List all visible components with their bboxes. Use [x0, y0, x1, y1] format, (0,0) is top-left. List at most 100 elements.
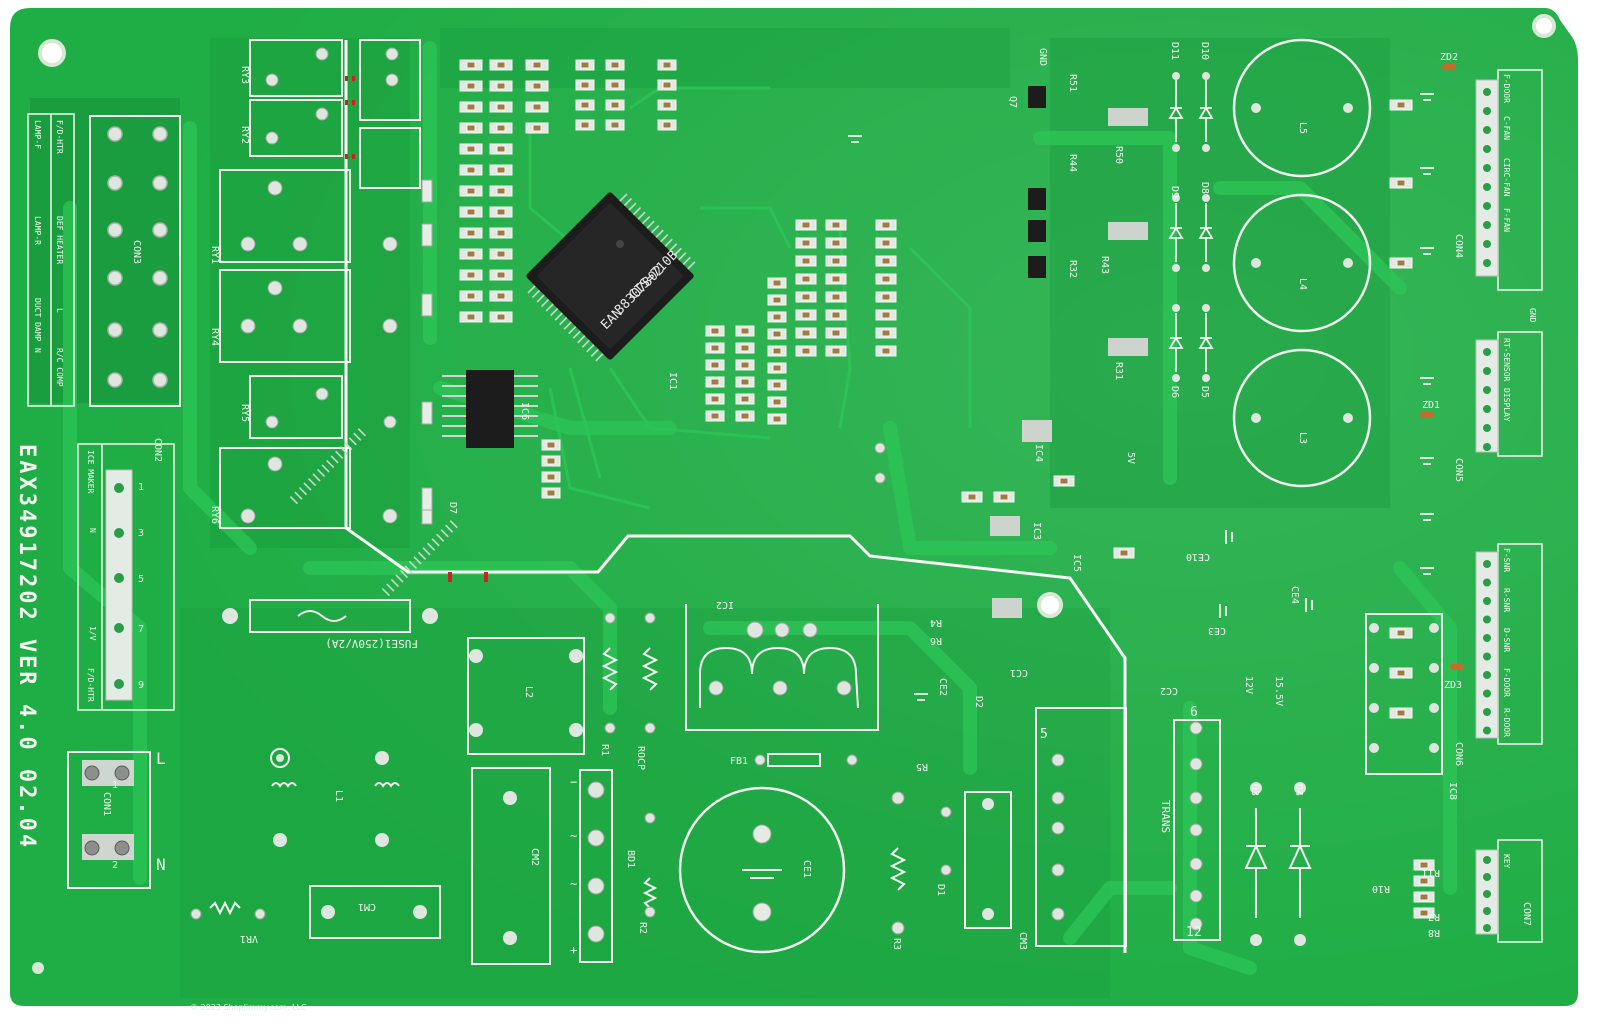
- label-cm3: CM3: [1017, 932, 1028, 950]
- label-ry3: RY3: [239, 66, 250, 84]
- con3-label-4: DUCT DAMP: [33, 298, 42, 342]
- con4-label-3: F-FAN: [1502, 208, 1511, 232]
- label-d5: D5: [1199, 386, 1210, 398]
- con3-label-6: N: [33, 348, 42, 353]
- right-connector-labels: F-DOOR C-FAN CIRC-FAN F-FAN GND RT-SENSO…: [1502, 74, 1537, 869]
- label-r43: R43: [1099, 256, 1110, 274]
- fuse: [222, 599, 438, 633]
- label-ry6: RY6: [209, 506, 220, 524]
- transformer: [1035, 707, 1221, 947]
- transistors: [1028, 86, 1046, 278]
- label-zd2: ZD2: [1440, 52, 1458, 63]
- con3-label-1: F/D-HTR: [55, 120, 64, 154]
- ce1-capacitor: [678, 786, 846, 954]
- con1-connector: [67, 751, 151, 889]
- label-con2: CON2: [152, 438, 163, 462]
- label-r44: R44: [1067, 154, 1078, 172]
- transistor-pads: [990, 108, 1148, 618]
- label-ce1: CE1: [801, 860, 812, 878]
- resistor-symbols: [209, 647, 907, 916]
- label-zd3: ZD3: [1444, 680, 1462, 691]
- con3-connector: [89, 115, 181, 407]
- bd1-mark-ac2: ~: [570, 877, 577, 891]
- ic6-chip: [442, 370, 538, 448]
- con2-label-2: 1/V: [88, 626, 97, 641]
- con5-label-0: RT-SENSOR: [1502, 338, 1511, 382]
- inductors: [1232, 38, 1372, 488]
- label-15v: 15.5V: [1273, 676, 1284, 706]
- con5-label-1: DISPLAY: [1502, 388, 1511, 422]
- con3-label-3: DEF HEATER: [55, 216, 64, 264]
- label-trans: TRANS: [1159, 800, 1172, 833]
- relay-pads: [240, 47, 399, 524]
- con2-connector: [77, 443, 175, 711]
- con2-label-1: N: [88, 528, 97, 533]
- con2-pin-1: 1: [138, 482, 144, 493]
- label-bd1: BD1: [625, 850, 636, 868]
- con1-pin-2: 2: [112, 860, 118, 871]
- con3-label-0: LAMP-F: [33, 120, 42, 149]
- label-ry5: RY5: [239, 404, 250, 422]
- label-con7: CON7: [1521, 902, 1532, 926]
- con4-label-0: F-DOOR: [1502, 74, 1511, 103]
- label-r1: R1: [599, 744, 610, 756]
- con2-pin-7: 7: [138, 624, 144, 635]
- label-d10: D10: [1199, 42, 1210, 60]
- label-ry1: RY1: [209, 246, 220, 264]
- trans-pin-5: 5: [1040, 727, 1048, 742]
- rectifier-pads: [1250, 782, 1306, 946]
- isolation-slot: [344, 40, 1127, 953]
- label-ic1: IC1: [667, 372, 678, 390]
- red-dots: [345, 76, 488, 582]
- small-parts-column: [421, 179, 433, 525]
- label-ry4: RY4: [209, 328, 220, 346]
- x-capacitors: [309, 767, 1012, 965]
- label-zd1: ZD1: [1422, 400, 1440, 411]
- ic2-regulator: [685, 604, 879, 731]
- bd1-bridge: [579, 769, 613, 963]
- label-fb1: FB1: [730, 756, 748, 767]
- con3-label-table: [27, 113, 75, 407]
- trans-pin-6: 6: [1190, 705, 1198, 720]
- label-l5: L5: [1297, 122, 1308, 134]
- label-ce4: CE4: [1289, 586, 1300, 604]
- label-con4: CON4: [1453, 234, 1464, 258]
- con6-label-3: F-DOOR: [1502, 668, 1511, 697]
- con6-label-1: R-SNR: [1502, 588, 1511, 612]
- label-r7: R7: [1428, 911, 1440, 922]
- con6-label-2: D-SNR: [1502, 628, 1511, 652]
- label-con3: CON3: [131, 240, 142, 264]
- pcb-drawing: EAN 38307802 CIS=710B: [10, 8, 1578, 1006]
- label-cc1: CC1: [1010, 667, 1028, 678]
- label-r50: R50: [1113, 146, 1124, 164]
- label-l3: L3: [1297, 432, 1308, 444]
- con3-label-5: L: [55, 308, 64, 313]
- label-r6: R6: [930, 635, 942, 646]
- l2-choke: [467, 637, 585, 755]
- label-d11: D11: [1169, 42, 1180, 60]
- label-cc2: CC2: [1160, 685, 1178, 696]
- label-con6: CON6: [1453, 742, 1464, 766]
- label-r51: R51: [1067, 74, 1078, 92]
- silkscreen-labels: CON3 CON2 CON1 CON4 CON5 CON6 CON7 RY3 R…: [101, 42, 1532, 950]
- label-d6: D6: [1169, 386, 1180, 398]
- label-12v: 12V: [1243, 676, 1254, 694]
- terminal-n: N: [156, 855, 166, 874]
- zener-diodes: [1420, 64, 1464, 670]
- con4-label-2: CIRC-FAN: [1502, 158, 1511, 197]
- label-r11: R11: [1422, 867, 1440, 878]
- circuit-board: EAN 38307802 CIS=710B: [10, 8, 1588, 1012]
- rectifier-diodes: [1244, 808, 1312, 918]
- label-r5: R5: [916, 761, 928, 772]
- con6-label-4: R-DOOR: [1502, 708, 1511, 737]
- con2-label-3: F/D-HTR: [86, 668, 95, 702]
- label-l2: L2: [523, 686, 534, 698]
- label-5v: 5V: [1125, 452, 1136, 464]
- label-r32: R32: [1067, 260, 1078, 278]
- con4-label-4: GND: [1528, 308, 1537, 323]
- con2-pin-9: 9: [138, 680, 144, 691]
- relays: [219, 39, 421, 529]
- ic8-socket: [1365, 613, 1443, 775]
- label-d2: D2: [973, 696, 984, 708]
- label-cm1: CM1: [358, 901, 376, 912]
